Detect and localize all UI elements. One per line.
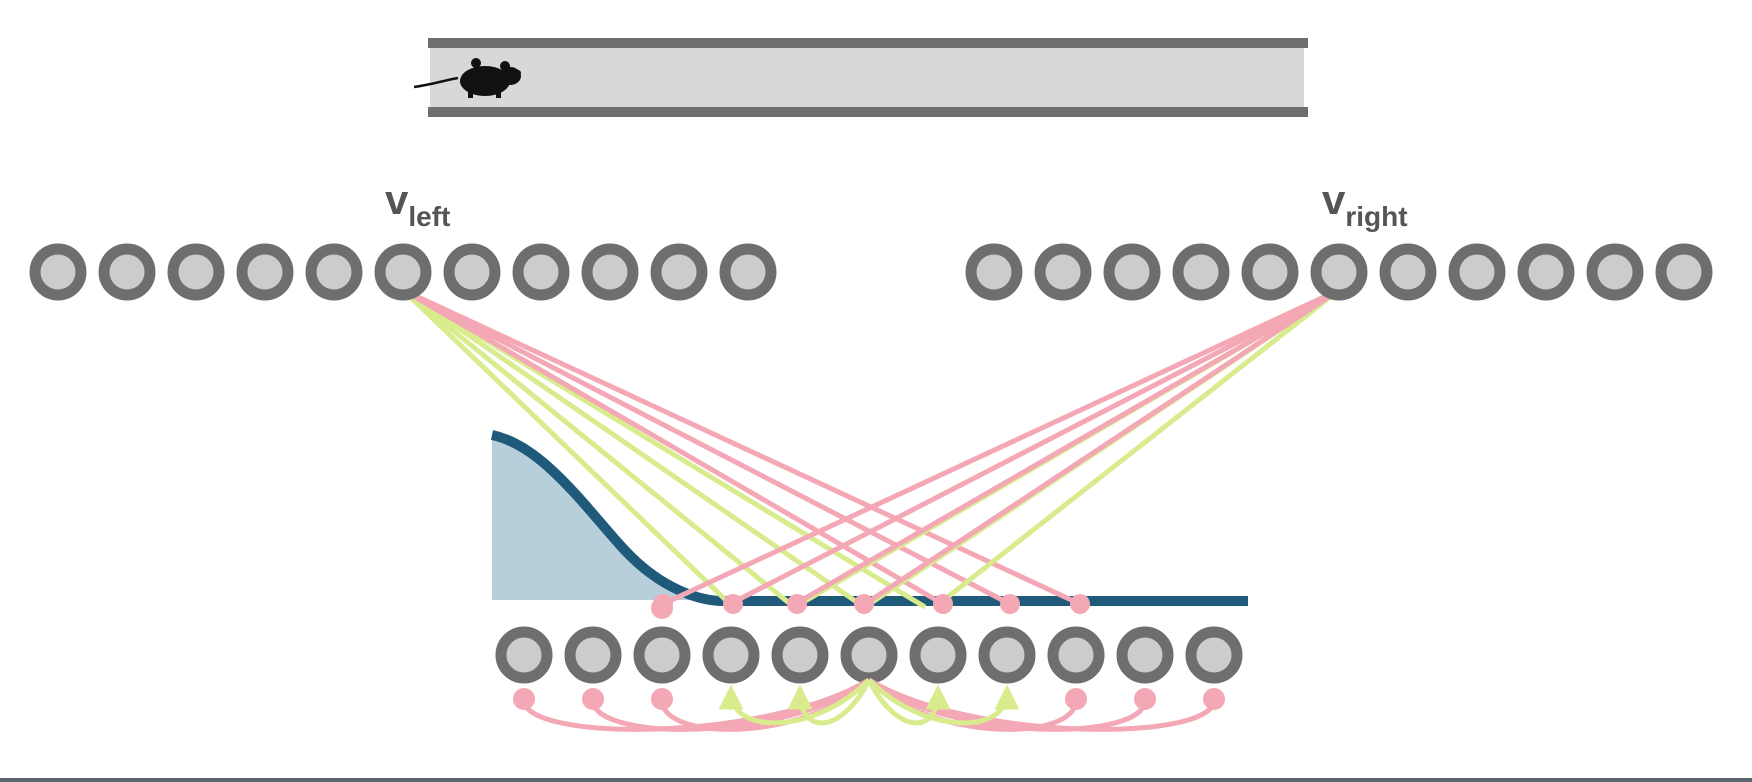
synapse-dot <box>787 594 807 614</box>
inhibitory-connection <box>401 287 1082 607</box>
attractor-neuron <box>771 626 829 684</box>
attractor-neuron <box>633 626 691 684</box>
synapse-dot <box>582 688 604 710</box>
excitatory-recurrent <box>718 678 871 726</box>
inhibitory-connection <box>401 287 1012 607</box>
right-velocity-neuron <box>1379 243 1437 301</box>
inhibitory-connection <box>661 287 1341 607</box>
excitatory-recurrent <box>787 678 872 726</box>
inhibitory-connection <box>793 287 1341 607</box>
connections <box>401 287 1341 619</box>
recurrent-connections <box>513 677 1225 732</box>
inhibitory-connection <box>401 287 945 607</box>
left-velocity-neuron <box>512 243 570 301</box>
mouse-icon <box>413 58 521 98</box>
attractor-neuron <box>495 626 553 684</box>
excitatory-connection <box>401 288 735 609</box>
attractor-neuron <box>564 626 622 684</box>
left-velocity-neuron <box>719 243 777 301</box>
synapse-dot <box>1134 688 1156 710</box>
synapse-dot <box>651 597 673 619</box>
inhibitory-recurrent <box>867 677 1217 732</box>
right-velocity-neuron <box>1034 243 1092 301</box>
attractor-neuron <box>840 626 898 684</box>
left-velocity-neuron <box>581 243 639 301</box>
left-velocity-neuron <box>98 243 156 301</box>
bottom-divider <box>0 778 1752 782</box>
linear-track <box>413 38 1308 117</box>
left-velocity-neuron <box>305 243 363 301</box>
synapse-dot <box>1000 594 1020 614</box>
inhibitory-recurrent <box>867 677 1148 732</box>
synapse-dot <box>513 688 535 710</box>
attractor-neuron <box>1116 626 1174 684</box>
v-right-label: vright <box>1322 176 1408 232</box>
right-velocity-layer <box>965 243 1713 301</box>
excitatory-connection <box>933 288 1341 609</box>
attractor-neuron <box>1047 626 1105 684</box>
right-velocity-neuron <box>1310 243 1368 301</box>
excitatory-connection <box>401 288 796 609</box>
synapse-dot <box>854 594 874 614</box>
attractor-neuron <box>909 626 967 684</box>
inhibitory-connection <box>728 287 1341 607</box>
synapse-dot <box>933 594 953 614</box>
synapse-dot <box>723 594 743 614</box>
track-floor <box>430 46 1304 108</box>
right-velocity-neuron <box>1517 243 1575 301</box>
excitatory-connection <box>401 287 866 610</box>
attractor-neuron <box>702 626 760 684</box>
left-velocity-neuron <box>167 243 225 301</box>
right-velocity-neuron <box>1103 243 1161 301</box>
attractor-neuron <box>1185 626 1243 684</box>
activity-profile-line <box>490 430 1248 606</box>
synapse-dot <box>1065 688 1087 710</box>
synapse-dot <box>1070 594 1090 614</box>
left-velocity-neuron <box>650 243 708 301</box>
synapse-dot <box>1203 688 1225 710</box>
attractor-layer <box>495 626 1243 684</box>
inhibitory-connection <box>863 287 1341 607</box>
excitatory-recurrent <box>866 678 951 726</box>
right-velocity-neuron <box>1448 243 1506 301</box>
right-velocity-neuron <box>1172 243 1230 301</box>
attractor-neuron <box>978 626 1036 684</box>
v-left-label: vleft <box>385 176 450 232</box>
left-velocity-layer <box>29 243 777 301</box>
track-rail-bottom <box>428 107 1308 117</box>
track-rail-top <box>428 38 1308 48</box>
left-velocity-neuron <box>236 243 294 301</box>
right-velocity-neuron <box>965 243 1023 301</box>
activity-profile <box>490 430 1248 606</box>
left-velocity-neuron <box>374 243 432 301</box>
left-velocity-neuron <box>443 243 501 301</box>
right-velocity-neuron <box>1586 243 1644 301</box>
excitatory-recurrent <box>867 678 1020 726</box>
right-velocity-neuron <box>1655 243 1713 301</box>
right-velocity-neuron <box>1241 243 1299 301</box>
synapse-dot <box>651 688 673 710</box>
left-velocity-neuron <box>29 243 87 301</box>
